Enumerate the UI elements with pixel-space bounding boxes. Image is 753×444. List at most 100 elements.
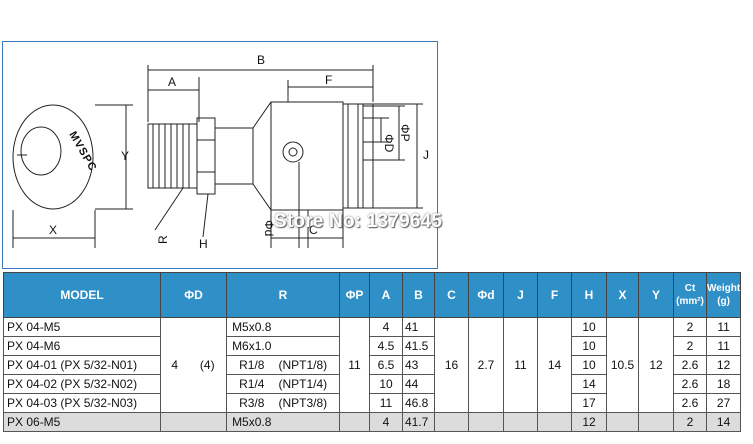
c-cell: 16 — [434, 317, 469, 413]
outer-diameter-cell: 4 — [160, 317, 189, 413]
thread-cell: R1/4 — [226, 374, 277, 394]
thread-npt-cell: (NPT3/8) — [276, 393, 340, 413]
header-c: C — [434, 272, 469, 318]
y-cell: 12 — [638, 317, 674, 413]
header-h: H — [571, 272, 607, 318]
thread-npt-cell — [276, 412, 340, 432]
y-cell — [638, 412, 674, 432]
label-j: J — [423, 148, 429, 162]
thread-cell: R3/8 — [226, 393, 277, 413]
technical-drawing: B A F Y X C R H J ΦD ΦP Φd MVSPC — [2, 41, 438, 269]
header-weight-label: Weight — [707, 283, 741, 294]
b-cell: 41 — [402, 317, 435, 337]
ct-cell: 2.6 — [673, 393, 707, 413]
header-ct-label: Ct — [684, 283, 696, 294]
model-code: PX 06-M5 — [7, 415, 61, 429]
h-cell: 12 — [571, 412, 607, 432]
model-cell: PX 04-03 (PX 5/32-N03) — [3, 393, 161, 413]
brand-mark: MVSPC — [66, 130, 98, 174]
ct-cell: 2 — [673, 317, 707, 337]
x-cell: 10.5 — [606, 317, 639, 413]
table-row: PX 04-03 (PX 5/32-N03) R3/8 (NPT3/8) 11 … — [3, 393, 742, 413]
header-thread: R — [226, 272, 340, 318]
f-cell — [537, 412, 572, 432]
model-code: PX 04-M6 — [7, 339, 61, 353]
f-cell: 14 — [537, 317, 572, 413]
b-cell: 41.7 — [402, 412, 435, 432]
outer-diameter-alt-cell — [188, 412, 227, 432]
header-j: J — [503, 272, 538, 318]
weight-cell: 27 — [705, 393, 742, 413]
a-cell: 4 — [369, 412, 403, 432]
p-cell: 11 — [339, 317, 370, 413]
label-x: X — [49, 223, 57, 237]
header-ct-unit: (mm²) — [676, 296, 704, 307]
thread-cell: M6x1.0 — [226, 336, 277, 356]
model-alt: (PX 5/32-N01) — [60, 358, 138, 372]
label-y: Y — [121, 149, 129, 163]
a-cell: 4.5 — [369, 336, 403, 356]
header-ct: Ct (mm²) — [673, 272, 707, 318]
model-code: PX 04-03 — [7, 396, 58, 410]
header-model: MODEL — [3, 272, 161, 318]
spec-table: MODEL ΦD R ΦP A B C Φd J F H X Y Ct (mm²… — [3, 272, 742, 432]
drawing-svg: B A F Y X C R H J ΦD ΦP Φd MVSPC — [12, 53, 429, 251]
ct-cell: 2.6 — [673, 374, 707, 394]
small-d-cell — [468, 412, 504, 432]
thread-npt-cell: (NPT1/8) — [276, 355, 340, 375]
a-cell: 10 — [369, 374, 403, 394]
h-cell: 17 — [571, 393, 607, 413]
thread-cell: M5x0.8 — [226, 317, 277, 337]
weight-cell: 18 — [705, 374, 742, 394]
b-cell: 46.8 — [402, 393, 435, 413]
weight-cell: 14 — [705, 412, 742, 432]
header-b: B — [402, 272, 435, 318]
h-cell: 14 — [571, 374, 607, 394]
label-f: F — [325, 73, 332, 87]
label-c: C — [309, 223, 318, 237]
model-code: PX 04-02 — [7, 377, 58, 391]
model-code: PX 04-M5 — [7, 320, 61, 334]
a-cell: 11 — [369, 393, 403, 413]
table-row: PX 06-M5 M5x0.8 4 41.7 12 2 14 — [3, 412, 742, 432]
model-code: PX 04-01 — [7, 358, 58, 372]
c-cell — [434, 412, 469, 432]
thread-cell: M5x0.8 — [226, 412, 277, 432]
p-cell — [339, 412, 370, 432]
a-cell: 6.5 — [369, 355, 403, 375]
model-cell: PX 04-M5 — [3, 317, 161, 337]
b-cell: 43 — [402, 355, 435, 375]
label-p: ΦP — [398, 124, 412, 142]
h-cell: 10 — [571, 336, 607, 356]
thread-npt-cell: (NPT1/4) — [276, 374, 340, 394]
header-outer-diameter: ΦD — [160, 272, 227, 318]
label-d: ΦD — [382, 134, 396, 153]
label-h: H — [199, 237, 208, 251]
ring-hole — [20, 126, 62, 176]
outer-diameter-cell — [160, 412, 189, 432]
header-weight: Weight (g) — [705, 272, 742, 318]
j-cell — [503, 412, 538, 432]
table-row: PX 04-01 (PX 5/32-N01) R1/8 (NPT1/8) 6.5… — [3, 355, 742, 375]
table-row: PX 04-M6 M6x1.0 4.5 41.5 10 2 11 — [3, 336, 742, 356]
thread-npt-cell — [276, 317, 340, 337]
model-cell: PX 04-M6 — [3, 336, 161, 356]
header-f: F — [537, 272, 572, 318]
ct-cell: 2 — [673, 412, 707, 432]
thread-npt-cell — [276, 336, 340, 356]
model-alt: (PX 5/32-N03) — [60, 396, 138, 410]
store-watermark: Store No: 1379645 — [274, 211, 443, 232]
label-small-d: Φd — [262, 220, 276, 236]
ring-outer — [12, 104, 94, 210]
b-cell: 44 — [402, 374, 435, 394]
header-y: Y — [638, 272, 674, 318]
weight-cell: 11 — [705, 336, 742, 356]
header-small-d: Φd — [468, 272, 504, 318]
model-cell: PX 04-02 (PX 5/32-N02) — [3, 374, 161, 394]
weight-cell: 11 — [705, 317, 742, 337]
b-cell: 41.5 — [402, 336, 435, 356]
table-row: PX 04-02 (PX 5/32-N02) R1/4 (NPT1/4) 10 … — [3, 374, 742, 394]
a-cell: 4 — [369, 317, 403, 337]
ct-cell: 2.6 — [673, 355, 707, 375]
h-cell: 10 — [571, 317, 607, 337]
